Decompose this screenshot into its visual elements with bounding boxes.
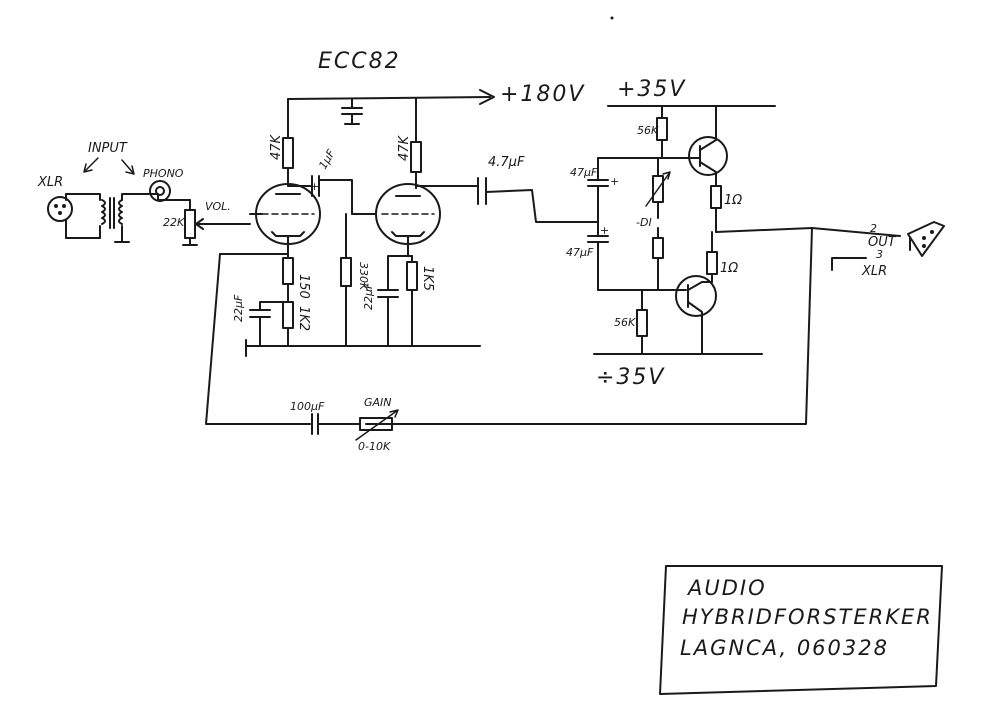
gain-label: GAIN <box>364 396 392 409</box>
xlr-out-label: XLR <box>861 264 887 279</box>
ground-bus <box>219 253 481 357</box>
gain-range-label: 0-10K <box>358 440 391 453</box>
title-line-3: LAGNCA, 060328 <box>680 636 889 660</box>
tube-stage-1: 47K 150 1K2 22μF + 1μF <box>232 98 353 347</box>
volume-pot: 22K VOL. <box>163 199 251 246</box>
neg-rail-label: ÷35V <box>596 365 665 390</box>
r-1k2 <box>282 301 294 329</box>
hv-decoupling-capacitor <box>341 98 363 125</box>
c-22uf-a-label: 22μF <box>232 294 245 322</box>
xlr-input-jack-icon <box>47 196 73 222</box>
volume-label: VOL. <box>205 200 231 213</box>
svg-text:+: + <box>600 224 609 237</box>
xlr-output-jack-icon <box>907 221 945 257</box>
title-line-1: AUDIO <box>686 576 767 600</box>
r-330k <box>340 257 352 287</box>
r-150 <box>282 257 294 285</box>
r-1ohm-top <box>710 185 722 209</box>
input-section: INPUT XLR PHONO <box>37 141 251 246</box>
r-1ohm-bot-label: 1Ω <box>720 261 738 276</box>
output-stage: +35V ÷35V 56K -DI 56K + 47μF + <box>566 77 945 390</box>
r-56k-bot <box>636 309 648 337</box>
svg-text:+: + <box>610 175 619 188</box>
lower-transistor-icon <box>675 275 717 317</box>
svg-text:+: + <box>310 180 319 193</box>
tube-stage-2: 47K 1K5 22μF 4.7μF <box>362 98 599 347</box>
pin-3-label: 3 <box>876 248 883 261</box>
c-1uf-label: 1μF <box>316 147 338 172</box>
out-label: OUT <box>868 235 897 250</box>
r-330k-label: 330K <box>357 262 370 291</box>
tube-type-label: ECC82 <box>318 49 401 74</box>
pin-2-label: 2 <box>870 222 877 235</box>
diode-chain <box>652 237 664 259</box>
diode-label: -DI <box>636 216 652 229</box>
c-47uf-top-label: 47μF <box>570 166 598 179</box>
r-1ohm-bot <box>706 251 718 275</box>
r-56k-bot-label: 56K <box>614 316 636 329</box>
hv-supply-label: +180V <box>500 82 585 107</box>
r-47k-b-label: 47K <box>397 134 412 161</box>
r-1k5 <box>406 261 418 291</box>
r-56k-top-label: 56K <box>637 124 659 137</box>
c-100uf-label: 100μF <box>290 400 325 413</box>
xlr-in-label: XLR <box>37 175 63 190</box>
r-1k2-label: 1K2 <box>296 306 311 331</box>
r-47k-a-label: 47K <box>269 133 284 160</box>
pot-22k-label: 22K <box>163 216 185 229</box>
pos-rail-label: +35V <box>617 77 686 102</box>
gain-pot <box>359 417 393 431</box>
phono-label: PHONO <box>143 167 184 180</box>
title-line-2: HYBRIDFORSTERKER <box>682 605 933 629</box>
c-47uf-bot-label: 47μF <box>566 246 594 259</box>
r-1ohm-top-label: 1Ω <box>724 193 742 208</box>
r-150-label: 150 <box>296 274 311 299</box>
input-label: INPUT <box>88 141 128 156</box>
upper-transistor-icon <box>688 136 728 176</box>
c-4-7uf-label: 4.7μF <box>488 155 525 170</box>
c-22uf-b-label: 22μF <box>362 282 375 310</box>
phono-jack-icon <box>149 180 171 202</box>
r-56k-top <box>656 117 668 141</box>
r-1k5-label: 1K5 <box>420 266 435 291</box>
r-47k-b <box>410 141 422 173</box>
feedback-loop: 100μF GAIN 0-10K <box>205 227 813 453</box>
title-block: AUDIO HYBRIDFORSTERKER LAGNCA, 060328 <box>659 565 943 695</box>
hv-rail: +180V <box>287 82 585 107</box>
r-330k-group: 330K <box>340 213 377 347</box>
input-transformer-icon <box>101 197 123 229</box>
r-47k-a <box>282 137 294 169</box>
